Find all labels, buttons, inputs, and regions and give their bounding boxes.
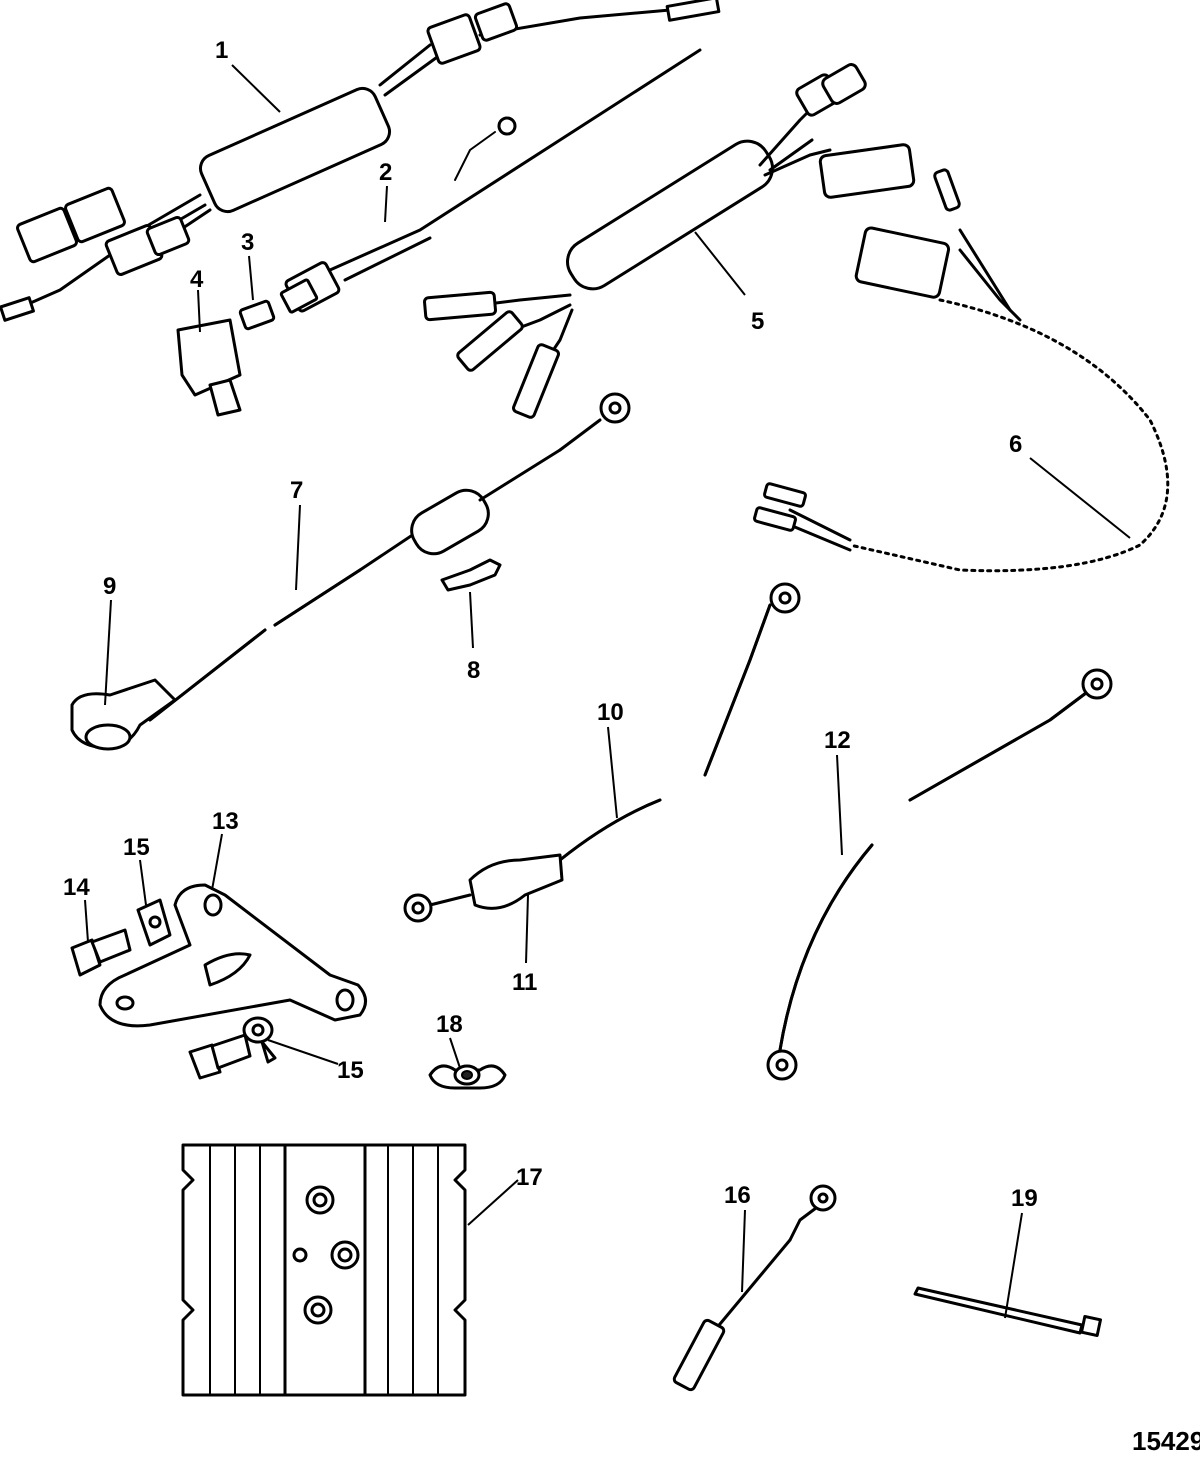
callout-18: 18	[436, 1011, 463, 1038]
callout-15-upper: 15	[123, 834, 150, 861]
part-5-harness-tube	[423, 63, 916, 419]
part-16-wire-terminal	[672, 1184, 837, 1392]
part-1-harness-module	[0, 0, 721, 322]
part-12-cable	[766, 668, 1113, 1081]
part-7-cable	[148, 392, 631, 722]
callout-9: 9	[103, 573, 116, 600]
callout-10: 10	[597, 699, 624, 726]
callout-6: 6	[1009, 431, 1022, 458]
callout-15-lower: 15	[337, 1057, 364, 1084]
part-18-wing-nut	[428, 1064, 507, 1090]
part-14-bolt	[70, 928, 132, 977]
figure-number: 15429	[1132, 1426, 1200, 1456]
callout-7: 7	[290, 477, 303, 504]
part-15-lower-bolt	[188, 1033, 252, 1080]
callout-14: 14	[63, 874, 90, 901]
callout-4: 4	[190, 266, 204, 293]
part-17-heat-sink	[181, 1143, 467, 1397]
part-15-washer-upper	[136, 898, 172, 947]
part-3-fuse	[238, 299, 276, 331]
callout-13: 13	[212, 808, 239, 835]
callout-11: 11	[512, 969, 537, 996]
part-11-boot-terminal	[403, 853, 564, 923]
part-19-cable-tie	[913, 1286, 1102, 1337]
callout-16: 16	[724, 1182, 751, 1209]
part-2-wire-connector	[279, 48, 702, 314]
callout-labels: 1 2 3 4 5 6 7 8 9 10 11 12 13 14 15 15 1…	[63, 37, 1038, 1212]
part-4-fuse-holder	[176, 318, 242, 417]
leader-lines	[84, 64, 1131, 1319]
callout-3: 3	[241, 229, 254, 256]
callout-12: 12	[824, 727, 851, 754]
callout-1: 1	[215, 37, 228, 64]
part-9-cable-boot	[70, 678, 177, 751]
callout-19: 19	[1011, 1185, 1038, 1212]
part-13-bracket	[98, 883, 367, 1028]
part-10-cable	[558, 582, 801, 862]
part-8-terminal	[440, 558, 502, 592]
part-6-coiled-harness	[753, 168, 1170, 573]
callout-2: 2	[379, 159, 392, 186]
callout-8: 8	[467, 657, 480, 684]
callout-17: 17	[516, 1164, 543, 1191]
callout-5: 5	[751, 308, 764, 335]
